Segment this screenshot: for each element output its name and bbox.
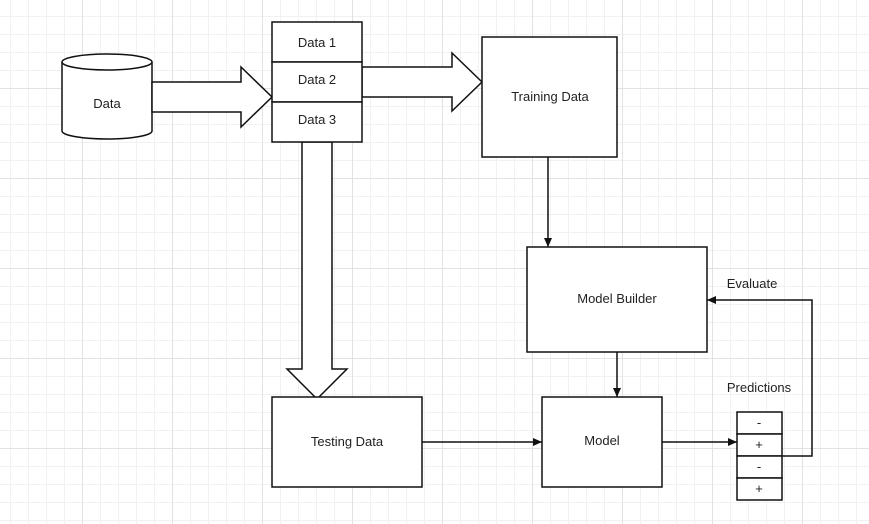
predictions-stack: - + - +: [736, 411, 783, 501]
prediction-cell-4: [736, 477, 783, 501]
split-cell-2: [271, 61, 363, 103]
model-builder-label: Model Builder: [577, 291, 657, 306]
arrow-evaluate-feedback: [707, 296, 813, 457]
testing-data-label: Testing Data: [311, 434, 384, 449]
prediction-value-2: +: [755, 437, 763, 452]
model-box: [541, 396, 663, 488]
prediction-value-4: +: [755, 481, 763, 496]
split-cell-1: [271, 21, 363, 63]
predictions-label: Predictions: [727, 380, 792, 395]
evaluate-label: Evaluate: [727, 276, 778, 291]
split-label-3: Data 3: [298, 112, 336, 127]
fat-arrow-splits-to-training: [361, 51, 484, 113]
training-data-label: Training Data: [511, 89, 589, 104]
prediction-value-1: -: [757, 415, 761, 430]
fat-arrow-splits-to-testing: [285, 141, 349, 401]
training-data-box: [481, 36, 618, 158]
split-label-1: Data 1: [298, 35, 336, 50]
data-store-cylinder: Data: [61, 53, 153, 140]
split-cell-3: [271, 101, 363, 143]
testing-data-box: [271, 396, 423, 488]
split-label-2: Data 2: [298, 72, 336, 87]
prediction-value-3: -: [757, 459, 761, 474]
model-label: Model: [584, 433, 620, 448]
fat-arrow-data-to-splits: [151, 65, 274, 129]
data-split-stack: Data 1 Data 2 Data 3: [271, 21, 363, 143]
data-store-label: Data: [93, 96, 121, 111]
